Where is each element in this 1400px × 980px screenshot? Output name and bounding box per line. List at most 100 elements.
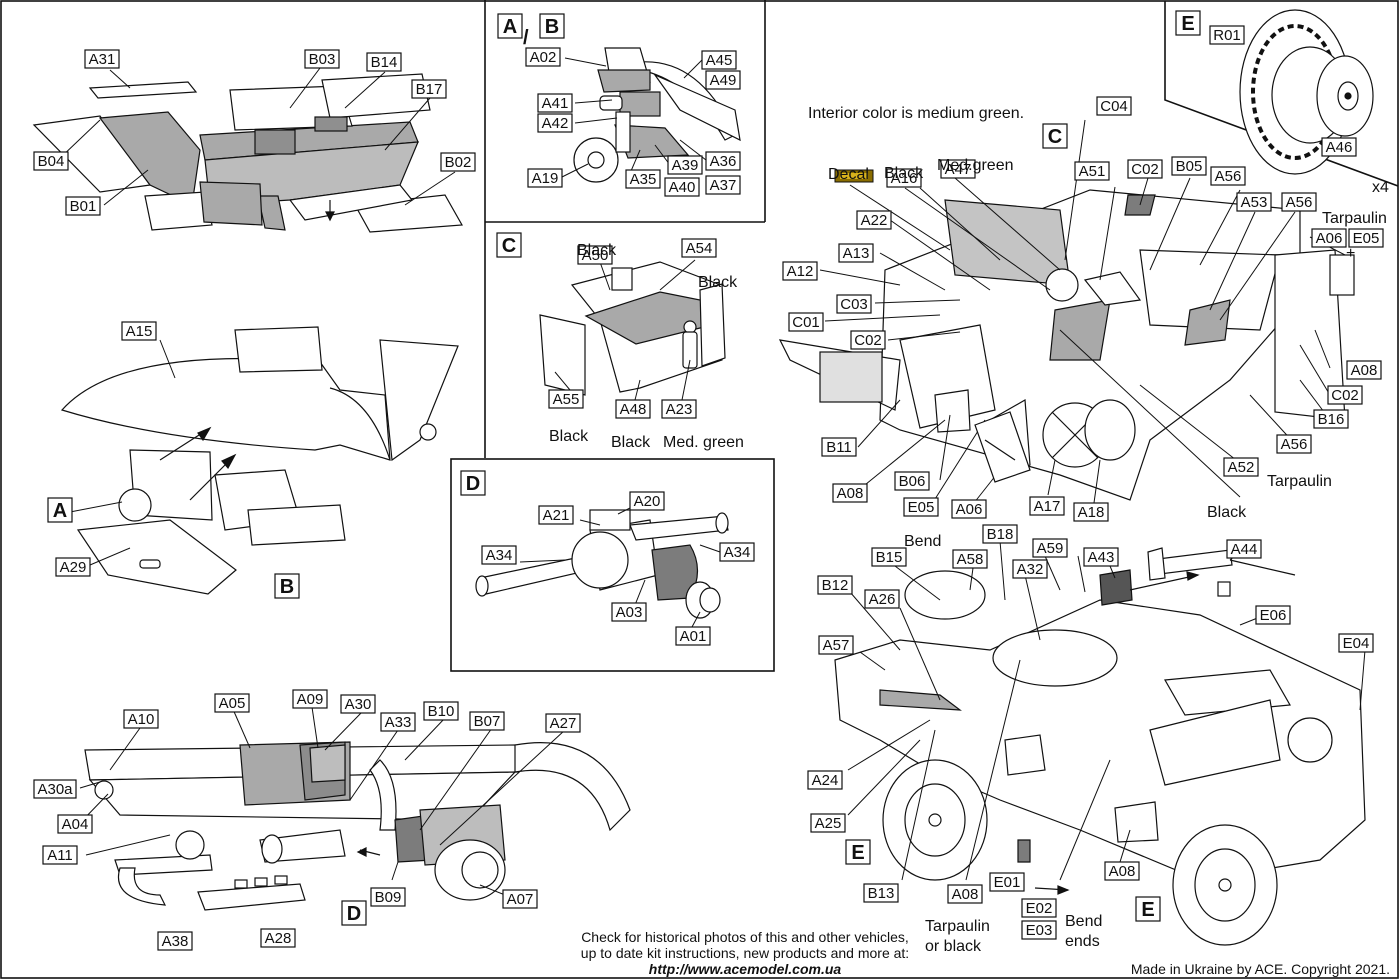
callout-label: B09 — [375, 889, 402, 906]
callout-box — [1276, 434, 1312, 454]
callout-label: B18 — [987, 526, 1014, 543]
callout-box — [838, 243, 874, 263]
callout-label: A08 — [1109, 863, 1136, 880]
step-marker-box — [1135, 896, 1161, 922]
decal-icon — [834, 169, 874, 183]
callout-box — [951, 499, 987, 519]
annotation-text: Interior color is medium green. — [808, 105, 1024, 122]
callout-label: A25 — [815, 815, 842, 832]
callout-box — [1348, 228, 1384, 248]
steering-assembly-drawing — [573, 47, 741, 183]
callout-label: A51 — [1079, 163, 1106, 180]
callout-box — [952, 549, 988, 569]
footer-url[interactable]: http://www.acemodel.com.ua — [649, 961, 842, 977]
vehicle-exterior-drawing — [834, 570, 1366, 946]
callout-label: A37 — [710, 177, 737, 194]
callout-box — [380, 712, 416, 732]
callout-label: E02 — [1026, 900, 1053, 917]
callout-box — [705, 70, 741, 90]
callout-label: A59 — [1037, 540, 1064, 557]
callout-box — [850, 330, 886, 350]
callout-box — [57, 814, 93, 834]
callout-label: C02 — [1331, 387, 1359, 404]
callout-box — [629, 491, 665, 511]
callout-label: A53 — [1241, 194, 1268, 211]
callout-box — [1281, 192, 1317, 212]
callout-box — [832, 483, 868, 503]
jerrycan-icon — [974, 411, 1031, 483]
callout-label: B16 — [1318, 411, 1345, 428]
callout-label: A12 — [787, 263, 814, 280]
callout-label: A26 — [869, 591, 896, 608]
step-marker-label: E — [1141, 899, 1154, 921]
callout-label: B05 — [1176, 158, 1203, 175]
callout-label: A56 — [1215, 168, 1242, 185]
callout-label: A57 — [823, 637, 850, 654]
step-marker-box — [497, 13, 523, 39]
callout-label: A07 — [507, 891, 534, 908]
callout-label: B15 — [876, 549, 903, 566]
callout-label: A33 — [385, 714, 412, 731]
callout-label: A31 — [89, 51, 116, 68]
callout-label: E05 — [1353, 230, 1380, 247]
callout-label: A08 — [952, 886, 979, 903]
callout-box — [1346, 360, 1382, 380]
callout-box — [1104, 861, 1140, 881]
callout-label: B07 — [474, 713, 501, 730]
callout-box — [538, 505, 574, 525]
callout-label: A40 — [669, 179, 696, 196]
callout-label: E06 — [1260, 607, 1287, 624]
callout-label: A27 — [550, 715, 577, 732]
callout-box — [705, 175, 741, 195]
callout-box — [33, 151, 69, 171]
chassis-front-drawing — [60, 326, 459, 595]
copyright-text: Made in Ukraine by ACE. Copyright 2021. — [1131, 961, 1390, 977]
callout-box — [863, 883, 899, 903]
callout-label: B10 — [428, 703, 455, 720]
footer-line-2: up to date kit instructions, new product… — [581, 945, 909, 961]
callout-box — [1021, 898, 1057, 918]
callout-label: A44 — [1231, 541, 1258, 558]
step-marker-label: E — [851, 842, 864, 864]
callout-box — [1311, 228, 1347, 248]
callout-label: E05 — [908, 499, 935, 516]
callout-label: E03 — [1026, 922, 1053, 939]
callout-box — [370, 887, 406, 907]
annotation-text: Tarpaulin — [1267, 473, 1332, 490]
callout-label: C04 — [1100, 98, 1128, 115]
callout-box — [1236, 192, 1272, 212]
step-marker-label: A — [53, 500, 67, 522]
callout-box — [611, 602, 647, 622]
callout-box — [366, 52, 402, 72]
callout-label: A06 — [956, 501, 983, 518]
callout-label: A09 — [297, 691, 324, 708]
callout-label: A20 — [634, 493, 661, 510]
callout-box — [525, 47, 561, 67]
callout-label: C02 — [1131, 161, 1159, 178]
callout-label: A15 — [126, 323, 153, 340]
callout-label: A11 — [47, 847, 73, 864]
callout-label: A36 — [710, 153, 737, 170]
barrel-assembly-drawing — [475, 509, 729, 619]
callout-box — [42, 845, 78, 865]
callout-label: A30 — [345, 696, 372, 713]
step-marker-label: D — [347, 903, 361, 925]
callout-label: B06 — [899, 473, 926, 490]
callout-label: A19 — [532, 170, 559, 187]
callout-box — [1223, 457, 1259, 477]
callout-label: R01 — [1213, 27, 1241, 44]
callout-label: A23 — [666, 401, 693, 418]
callout-box — [423, 701, 459, 721]
callout-box — [675, 626, 711, 646]
callout-label: A16 — [891, 170, 918, 187]
callout-box — [1226, 539, 1262, 559]
machine-gun-icon — [1099, 547, 1296, 606]
callout-label: A22 — [861, 212, 888, 229]
callout-label: A34 — [486, 547, 513, 564]
callout-box — [810, 813, 846, 833]
callout-box — [33, 779, 77, 799]
step-marker-box — [1042, 123, 1068, 149]
step-marker-label: D — [466, 473, 480, 495]
callout-label: A30a — [37, 781, 73, 798]
